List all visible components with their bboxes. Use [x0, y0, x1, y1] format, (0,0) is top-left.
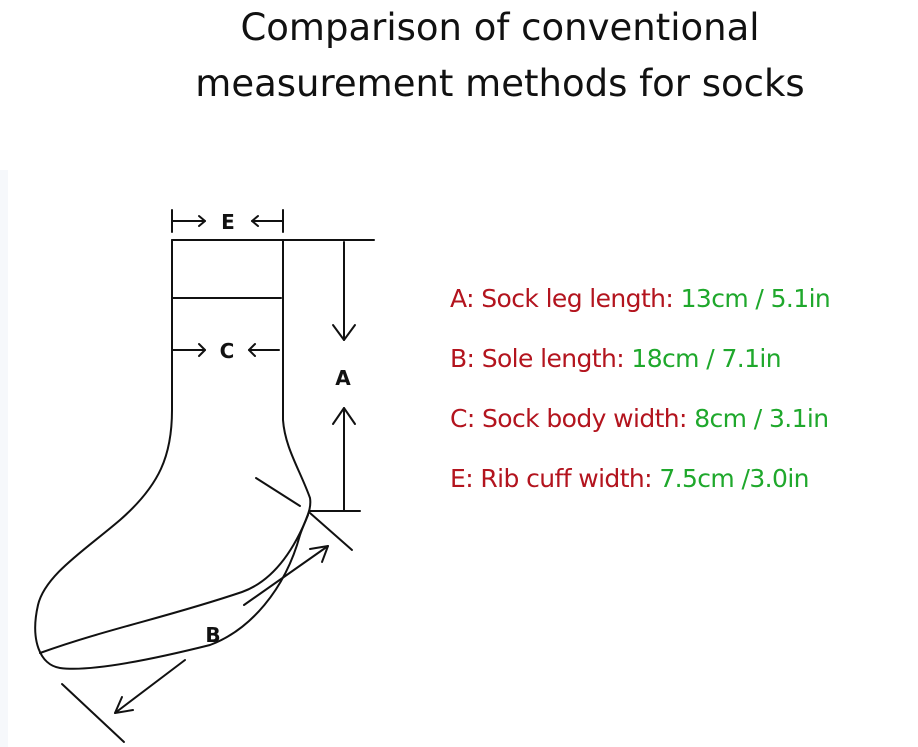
heel-crease-line: [255, 477, 301, 507]
e-dimension-marker: [171, 209, 284, 233]
toe-crease-line: [309, 512, 353, 551]
legend-value-c: 8cm / 3.1in: [694, 404, 829, 433]
legend-item-a: A: Sock leg length: 13cm / 5.1in: [450, 284, 831, 314]
label-c: C: [220, 339, 235, 363]
c-dimension-marker: [171, 343, 280, 357]
a-dimension-marker: [309, 241, 361, 512]
legend-item-e: E: Rib cuff width: 7.5cm /3.0in: [450, 464, 830, 494]
legend-item-b: B: Sole length: 18cm / 7.1in: [450, 344, 830, 374]
label-b: B: [205, 623, 220, 647]
legend-value-a: 13cm / 5.1in: [680, 284, 831, 313]
legend-label-e: E: Rib cuff width:: [450, 464, 660, 493]
legend-label-b: B: Sole length:: [450, 344, 632, 373]
b-dimension-marker: [61, 545, 329, 743]
title-line-1: Comparison of conventional: [240, 6, 760, 49]
label-e: E: [221, 210, 235, 234]
page-title: Comparison of conventional measurement m…: [160, 0, 840, 112]
measurement-legend: A: Sock leg length: 13cm / 5.1in B: Sole…: [450, 284, 831, 524]
sole-seam: [39, 514, 309, 654]
legend-value-e: 7.5cm /3.0in: [659, 464, 809, 493]
label-a: A: [335, 366, 351, 390]
title-line-2: measurement methods for socks: [195, 62, 805, 105]
legend-label-a: A: Sock leg length:: [450, 284, 681, 313]
legend-item-c: C: Sock body width: 8cm / 3.1in: [450, 404, 830, 434]
left-edge-panel: [0, 170, 8, 747]
sock-diagram: E C A B: [34, 209, 375, 743]
legend-label-c: C: Sock body width:: [450, 404, 695, 433]
legend-value-b: 18cm / 7.1in: [631, 344, 781, 373]
sock-outline: [34, 239, 312, 670]
